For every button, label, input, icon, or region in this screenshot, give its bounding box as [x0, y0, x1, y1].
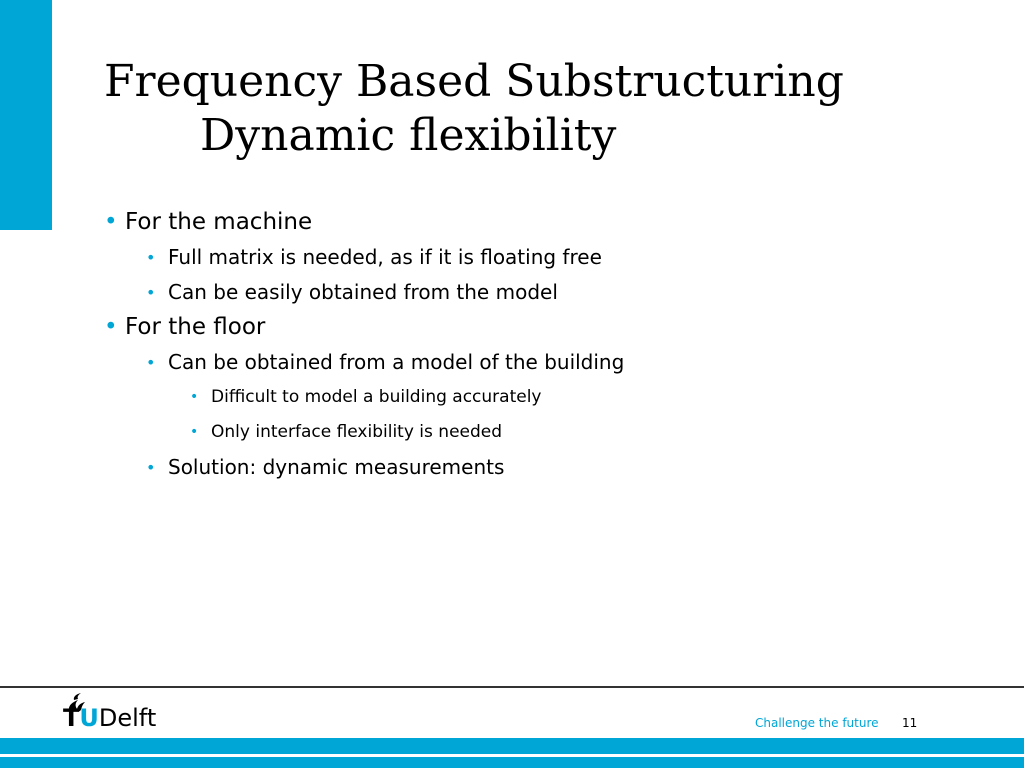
bullet-text: Full matrix is needed, as if it is float… — [168, 245, 602, 269]
bullet-dot: • — [146, 458, 156, 477]
bullet-dot: • — [146, 353, 156, 372]
sub-sub-bullet-item: • Difficult to model a building accurate… — [104, 380, 984, 415]
bullet-dot: • — [190, 389, 199, 405]
footer-band — [0, 738, 1024, 754]
sub-bullet-item: • Solution: dynamic measurements — [104, 450, 984, 485]
bullet-text: Only interface flexibility is needed — [211, 422, 503, 442]
bullet-dot: • — [146, 283, 156, 302]
bullet-list: • For the machine • Full matrix is neede… — [104, 205, 984, 485]
tu-delft-logo: TUDelft — [63, 692, 173, 736]
bullet-text: Difficult to model a building accurately — [211, 387, 542, 407]
sub-bullet-item: • Full matrix is needed, as if it is flo… — [104, 240, 984, 275]
bullet-item: • For the floor — [104, 310, 984, 345]
bullet-text: For the floor — [125, 314, 266, 340]
bullet-item: • For the machine — [104, 205, 984, 240]
title-line-1: Frequency Based Substructuring — [104, 56, 844, 107]
accent-bar — [0, 0, 52, 230]
logo-delft: Delft — [98, 704, 157, 732]
footer-divider — [0, 686, 1024, 688]
page-number: 11 — [902, 716, 918, 730]
logo-t: T — [63, 704, 80, 732]
bullet-dot: • — [146, 248, 156, 267]
bullet-dot: • — [104, 314, 118, 340]
slide-title: Frequency Based Substructuring Dynamic f… — [104, 55, 844, 163]
logo-u: U — [79, 704, 99, 732]
flame-icon — [68, 693, 85, 711]
bullet-text: Can be easily obtained from the model — [168, 280, 558, 304]
logo-wordmark: TUDelft — [63, 703, 156, 733]
sub-sub-bullet-item: • Only interface flexibility is needed — [104, 415, 984, 450]
bullet-text: Solution: dynamic measurements — [168, 455, 505, 479]
bullet-dot: • — [104, 209, 118, 235]
bullet-text: For the machine — [125, 209, 313, 235]
bullet-text: Can be obtained from a model of the buil… — [168, 350, 625, 374]
sub-bullet-item: • Can be obtained from a model of the bu… — [104, 345, 984, 380]
bullet-dot: • — [190, 424, 199, 440]
title-line-2: Dynamic flexibility — [200, 110, 617, 161]
footer-strip — [0, 757, 1024, 768]
footer-tagline: Challenge the future — [755, 716, 879, 730]
sub-bullet-item: • Can be easily obtained from the model — [104, 275, 984, 310]
